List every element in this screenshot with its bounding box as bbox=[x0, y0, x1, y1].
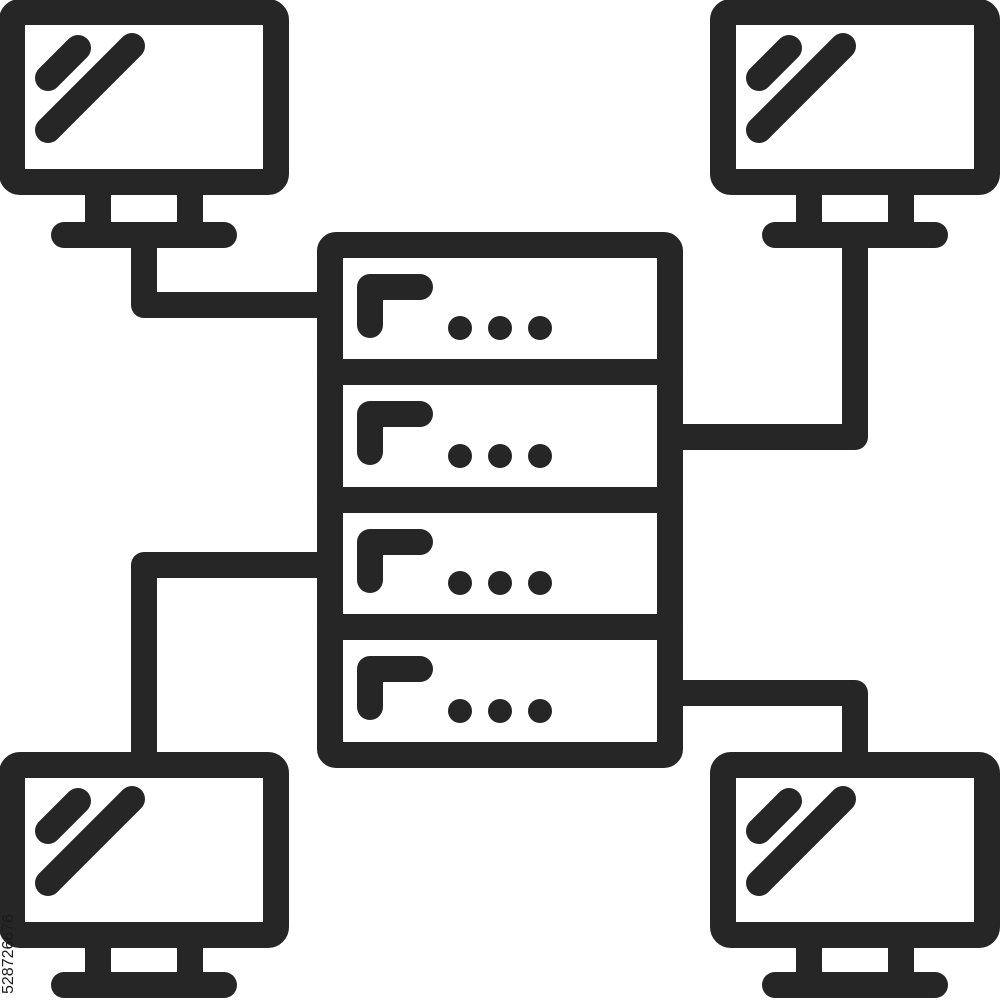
indicator-dots bbox=[448, 699, 552, 723]
server-unit-2 bbox=[357, 401, 552, 468]
screen-glare bbox=[35, 786, 145, 896]
monitor-icon-top-right bbox=[710, 0, 1000, 248]
drive-bracket-icon bbox=[357, 529, 433, 593]
drive-bracket-icon bbox=[357, 401, 433, 465]
indicator-dots bbox=[448, 444, 552, 468]
screen-glare bbox=[746, 786, 856, 896]
server-rack-icon bbox=[317, 232, 683, 768]
drive-bracket-icon bbox=[357, 656, 433, 720]
monitor-screen bbox=[710, 752, 1000, 948]
connection-lines bbox=[131, 222, 868, 778]
screen-glare bbox=[746, 35, 802, 91]
screen-glare bbox=[35, 35, 91, 91]
watermark-asset-id: 528726676 bbox=[0, 913, 17, 994]
indicator-dots bbox=[448, 316, 552, 340]
indicator-dots bbox=[448, 571, 552, 595]
screen-glare bbox=[35, 788, 91, 844]
monitor-icon-bottom-left bbox=[0, 752, 289, 998]
monitor-screen bbox=[0, 0, 289, 195]
connection-line-top-left bbox=[131, 222, 343, 318]
screen-glare bbox=[746, 788, 802, 844]
server-unit-3 bbox=[357, 529, 552, 595]
monitor-icon-bottom-right bbox=[710, 752, 1000, 998]
connection-line-bottom-right bbox=[657, 680, 868, 778]
screen-glare bbox=[35, 33, 145, 143]
drive-bracket-icon bbox=[357, 274, 433, 338]
screen-glare bbox=[746, 33, 856, 143]
monitor-icon-top-left bbox=[0, 0, 289, 248]
monitor-screen bbox=[0, 752, 289, 948]
monitor-screen bbox=[710, 0, 1000, 195]
server-unit-4 bbox=[357, 656, 552, 723]
connection-line-top-right bbox=[657, 222, 868, 450]
server-unit-1 bbox=[357, 274, 552, 340]
connection-line-bottom-left bbox=[131, 552, 343, 778]
